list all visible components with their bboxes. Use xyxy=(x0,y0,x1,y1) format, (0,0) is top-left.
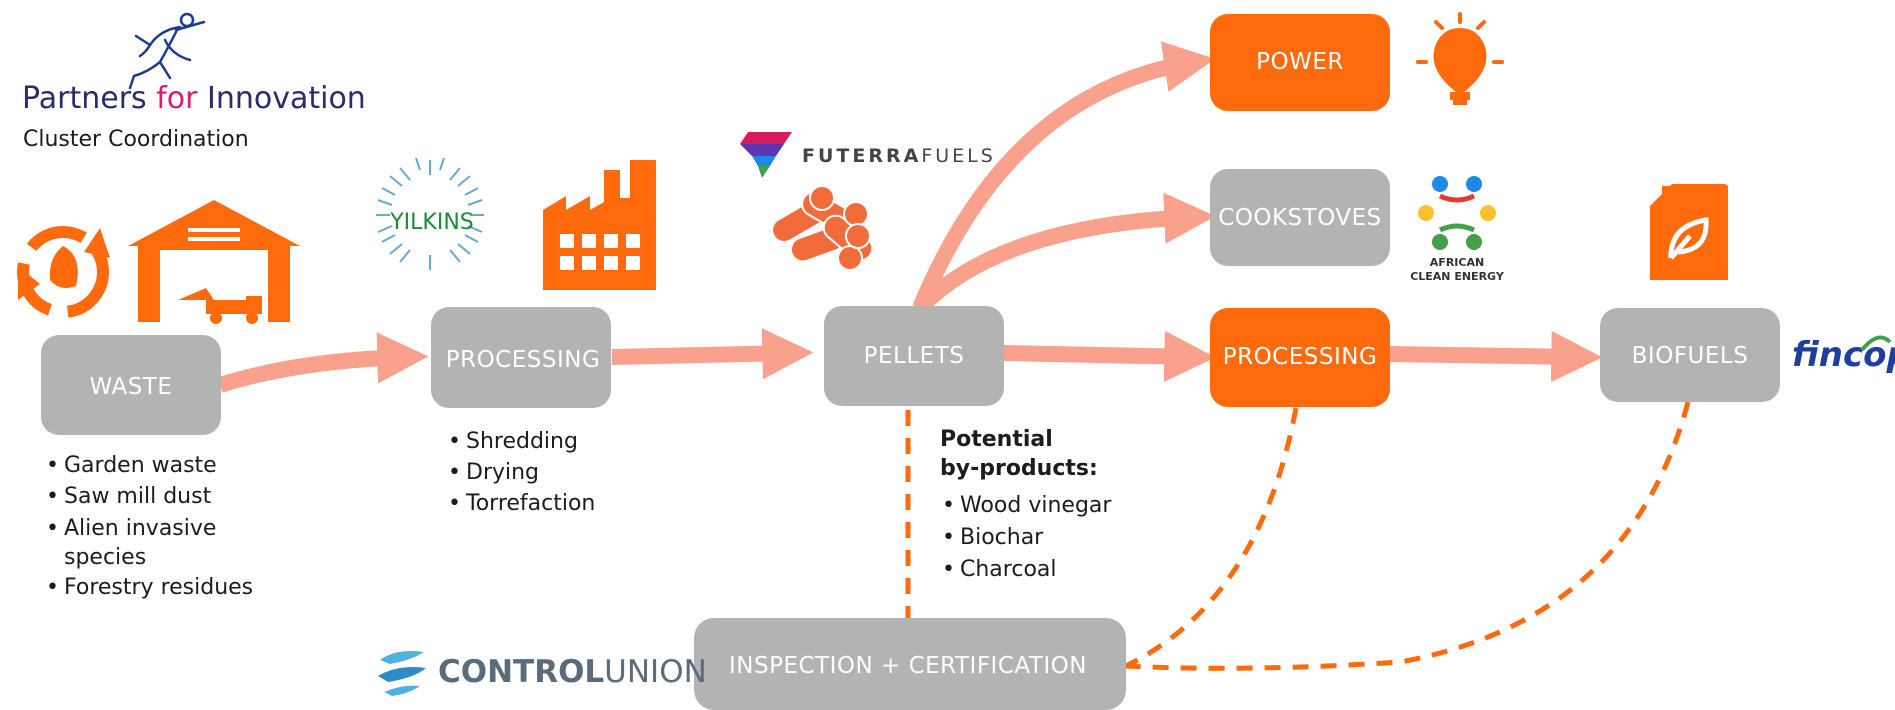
node-waste[interactable]: WASTE xyxy=(41,335,221,435)
control-union-logo: CONTROLUNION xyxy=(378,651,707,696)
african-clean-energy-logo: AFRICAN CLEAN ENERGY xyxy=(1410,176,1505,283)
arrow-pellets-power xyxy=(912,41,1216,312)
bullet-marker: • xyxy=(942,525,955,550)
bullet-marker: • xyxy=(448,491,461,516)
byproduct-item: Wood vinegar xyxy=(960,493,1112,518)
warehouse-truck-icon xyxy=(128,200,300,324)
node-waste-label: WASTE xyxy=(90,374,173,400)
node-pellets[interactable]: PELLETS xyxy=(824,306,1004,406)
waste-item: Forestry residues xyxy=(64,575,253,600)
control-union-text: CONTROLUNION xyxy=(438,654,707,690)
bullet-marker: • xyxy=(448,460,461,485)
yilkins-logo: YILKINS xyxy=(376,157,484,270)
processing-item: Drying xyxy=(466,460,539,485)
waste-item: Alien invasive xyxy=(64,516,216,541)
certification-dashed-lines xyxy=(905,401,1691,671)
node-processing-2-label: PROCESSING xyxy=(1223,344,1378,370)
node-processing-1[interactable]: PROCESSING xyxy=(431,307,611,408)
bullet-marker: • xyxy=(46,453,59,478)
node-pellets-label: PELLETS xyxy=(864,343,965,369)
arrow-pellets-cookstoves xyxy=(914,192,1216,314)
bullet-marker: • xyxy=(46,575,59,600)
bullet-marker: • xyxy=(448,429,461,454)
futerra-logo-text: FUTERRAFUELS xyxy=(802,145,996,167)
waste-item-continued: species xyxy=(64,545,146,570)
flow-arrows xyxy=(217,41,1603,393)
african-logo-line2: CLEAN ENERGY xyxy=(1410,270,1505,283)
byproducts-heading: Potential xyxy=(940,427,1053,452)
dashed-biofuels-inspection xyxy=(1125,401,1691,671)
arrow-processing2-biofuels xyxy=(1389,330,1603,383)
byproduct-item: Biochar xyxy=(960,525,1044,550)
fincop-logo-text: fincop xyxy=(1792,335,1895,375)
bullet-marker: • xyxy=(942,493,955,518)
waste-item: Garden waste xyxy=(64,453,217,478)
arrow-waste-processing xyxy=(217,332,429,393)
node-power[interactable]: POWER xyxy=(1210,14,1390,111)
bullet-marker: • xyxy=(46,516,59,541)
byproducts-heading: by-products: xyxy=(940,456,1098,481)
jumping-figure-icon xyxy=(128,12,206,90)
node-processing-1-label: PROCESSING xyxy=(446,347,601,373)
bullet-marker: • xyxy=(942,557,955,582)
processing-item: Shredding xyxy=(466,429,578,454)
yilkins-logo-text: YILKINS xyxy=(389,210,474,235)
recycle-icon xyxy=(17,226,110,318)
arrow-pellets-processing2 xyxy=(1002,330,1216,382)
partners-logo-text: Partners for Innovation xyxy=(22,81,366,116)
fincop-logo: fincop xyxy=(1792,335,1895,375)
futerra-fuels-logo: FUTERRAFUELS xyxy=(740,132,996,178)
byproduct-item: Charcoal xyxy=(960,557,1057,582)
processing-item: Torrefaction xyxy=(465,491,595,516)
node-power-label: POWER xyxy=(1256,49,1344,75)
waste-items-list: • Garden waste • Saw mill dust • Alien i… xyxy=(46,453,253,600)
logs-icon xyxy=(771,185,874,271)
node-biofuels[interactable]: BIOFUELS xyxy=(1600,308,1780,402)
node-biofuels-label: BIOFUELS xyxy=(1632,343,1749,369)
node-inspection-certification[interactable]: INSPECTION + CERTIFICATION xyxy=(694,618,1126,710)
node-inspection-label: INSPECTION + CERTIFICATION xyxy=(729,653,1087,679)
node-cookstoves-label: COOKSTOVES xyxy=(1218,205,1382,231)
node-cookstoves[interactable]: COOKSTOVES xyxy=(1210,169,1390,266)
node-processing-2[interactable]: PROCESSING xyxy=(1210,308,1390,407)
lightbulb-icon xyxy=(1416,12,1504,105)
bullet-marker: • xyxy=(46,484,59,509)
waste-item: Saw mill dust xyxy=(64,484,212,509)
factory-icon xyxy=(543,160,656,290)
fuel-can-icon xyxy=(1650,184,1728,280)
processing-items-list: • Shredding • Drying • Torrefaction xyxy=(448,429,595,516)
african-logo-line1: AFRICAN xyxy=(1430,256,1484,269)
dashed-processing2-inspection xyxy=(1124,407,1299,669)
byproducts-list: Potential by-products: • Wood vinegar • … xyxy=(940,427,1112,582)
arrow-processing-pellets xyxy=(611,328,814,380)
partners-logo-subtitle: Cluster Coordination xyxy=(23,127,249,152)
